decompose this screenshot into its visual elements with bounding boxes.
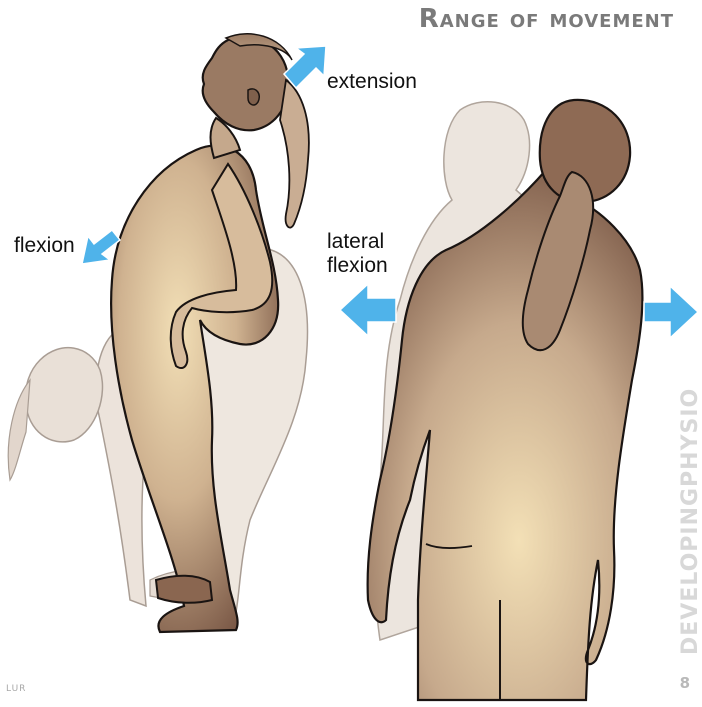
page-title: Range of movement (418, 4, 674, 34)
lateral-flexion-right-arrow (643, 284, 700, 340)
flexion-label: flexion (14, 234, 75, 257)
extension-figure (110, 33, 310, 634)
brand-watermark: DEVELOPINGPHYSIO (678, 387, 702, 655)
lateral-flexion-figure (366, 98, 644, 702)
flexion-arrow (81, 228, 122, 265)
page-number: 8 (679, 674, 690, 692)
lateral-flexion-label-line1: lateral (327, 230, 385, 253)
artist-credit: LUR (6, 684, 27, 694)
lateral-flexion-label: lateral flexion (327, 230, 388, 278)
extension-label: extension (327, 70, 417, 93)
lateral-flexion-label-line2: flexion (327, 254, 388, 277)
extension-arrow (282, 45, 327, 90)
lateral-flexion-left-arrow (338, 282, 397, 338)
